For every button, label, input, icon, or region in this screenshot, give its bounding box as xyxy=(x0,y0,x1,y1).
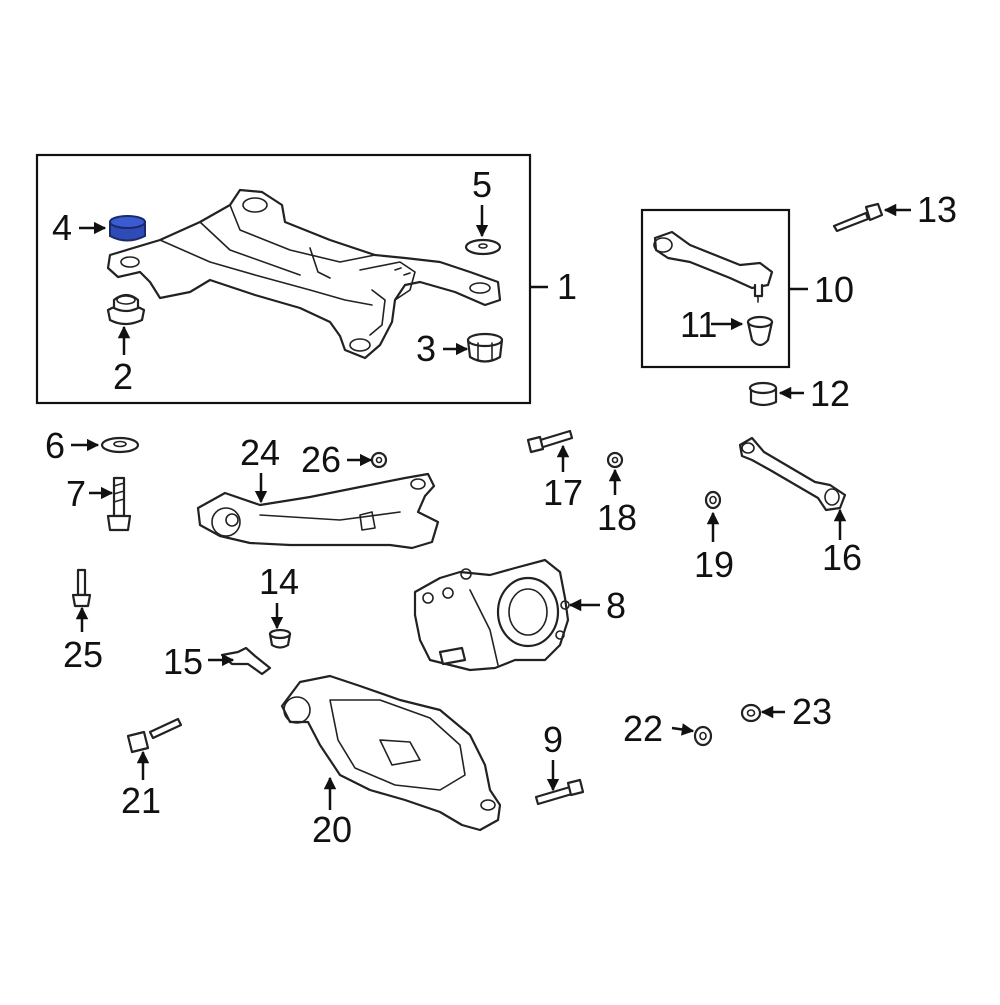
bolt-21[interactable] xyxy=(126,717,183,754)
subframe-group-box xyxy=(35,153,532,405)
upper-bushing-highlighted[interactable] xyxy=(109,215,146,242)
bolt-13[interactable] xyxy=(832,202,884,233)
bolt-7[interactable] xyxy=(106,476,132,532)
callout-20: 20 xyxy=(312,809,352,850)
nut-23[interactable] xyxy=(740,703,762,723)
callout-5: 5 xyxy=(472,164,492,205)
callout-16: 16 xyxy=(822,537,862,578)
trailing-arm[interactable] xyxy=(196,472,440,550)
callout-14: 14 xyxy=(259,561,299,602)
washer-22[interactable] xyxy=(693,725,713,747)
callout-7: 7 xyxy=(66,473,86,514)
subframe[interactable] xyxy=(106,188,502,360)
leader-lines xyxy=(71,203,911,810)
callout-4: 4 xyxy=(52,207,72,248)
callout-12: 12 xyxy=(810,373,850,414)
callout-23: 23 xyxy=(792,691,832,732)
washer-5[interactable] xyxy=(464,238,502,256)
callout-2: 2 xyxy=(113,356,133,397)
callout-3: 3 xyxy=(416,328,436,369)
nut-26[interactable] xyxy=(370,451,388,469)
callout-9: 9 xyxy=(543,719,563,760)
washer-19[interactable] xyxy=(704,490,722,510)
callout-1: 1 xyxy=(557,266,577,307)
nut-3[interactable] xyxy=(466,332,504,363)
bolt-25[interactable] xyxy=(71,568,92,608)
bushing-11[interactable] xyxy=(746,315,774,347)
washer-6[interactable] xyxy=(100,436,140,454)
nut-14[interactable] xyxy=(268,628,292,649)
callout-18: 18 xyxy=(597,497,637,538)
bolt-17[interactable] xyxy=(526,429,574,454)
clip-12[interactable] xyxy=(748,381,778,407)
callout-10: 10 xyxy=(814,269,854,310)
callout-24: 24 xyxy=(240,432,280,473)
callout-25: 25 xyxy=(63,634,103,675)
lateral-link[interactable] xyxy=(738,436,847,512)
lower-control-arm[interactable] xyxy=(280,674,502,832)
knuckle[interactable] xyxy=(413,558,570,672)
callout-15: 15 xyxy=(163,641,203,682)
callout-6: 6 xyxy=(45,425,65,466)
lower-bushing[interactable] xyxy=(106,293,146,326)
callout-26: 26 xyxy=(301,439,341,480)
callout-21: 21 xyxy=(121,780,161,821)
callout-17: 17 xyxy=(543,472,583,513)
callout-11: 11 xyxy=(680,304,717,345)
upper-control-arm[interactable] xyxy=(653,230,774,303)
callout-22: 22 xyxy=(623,708,663,749)
callout-13: 13 xyxy=(917,189,957,230)
nut-18[interactable] xyxy=(606,451,624,469)
callout-8: 8 xyxy=(606,585,626,626)
bolt-9[interactable] xyxy=(534,778,585,806)
callout-19: 19 xyxy=(694,544,734,585)
